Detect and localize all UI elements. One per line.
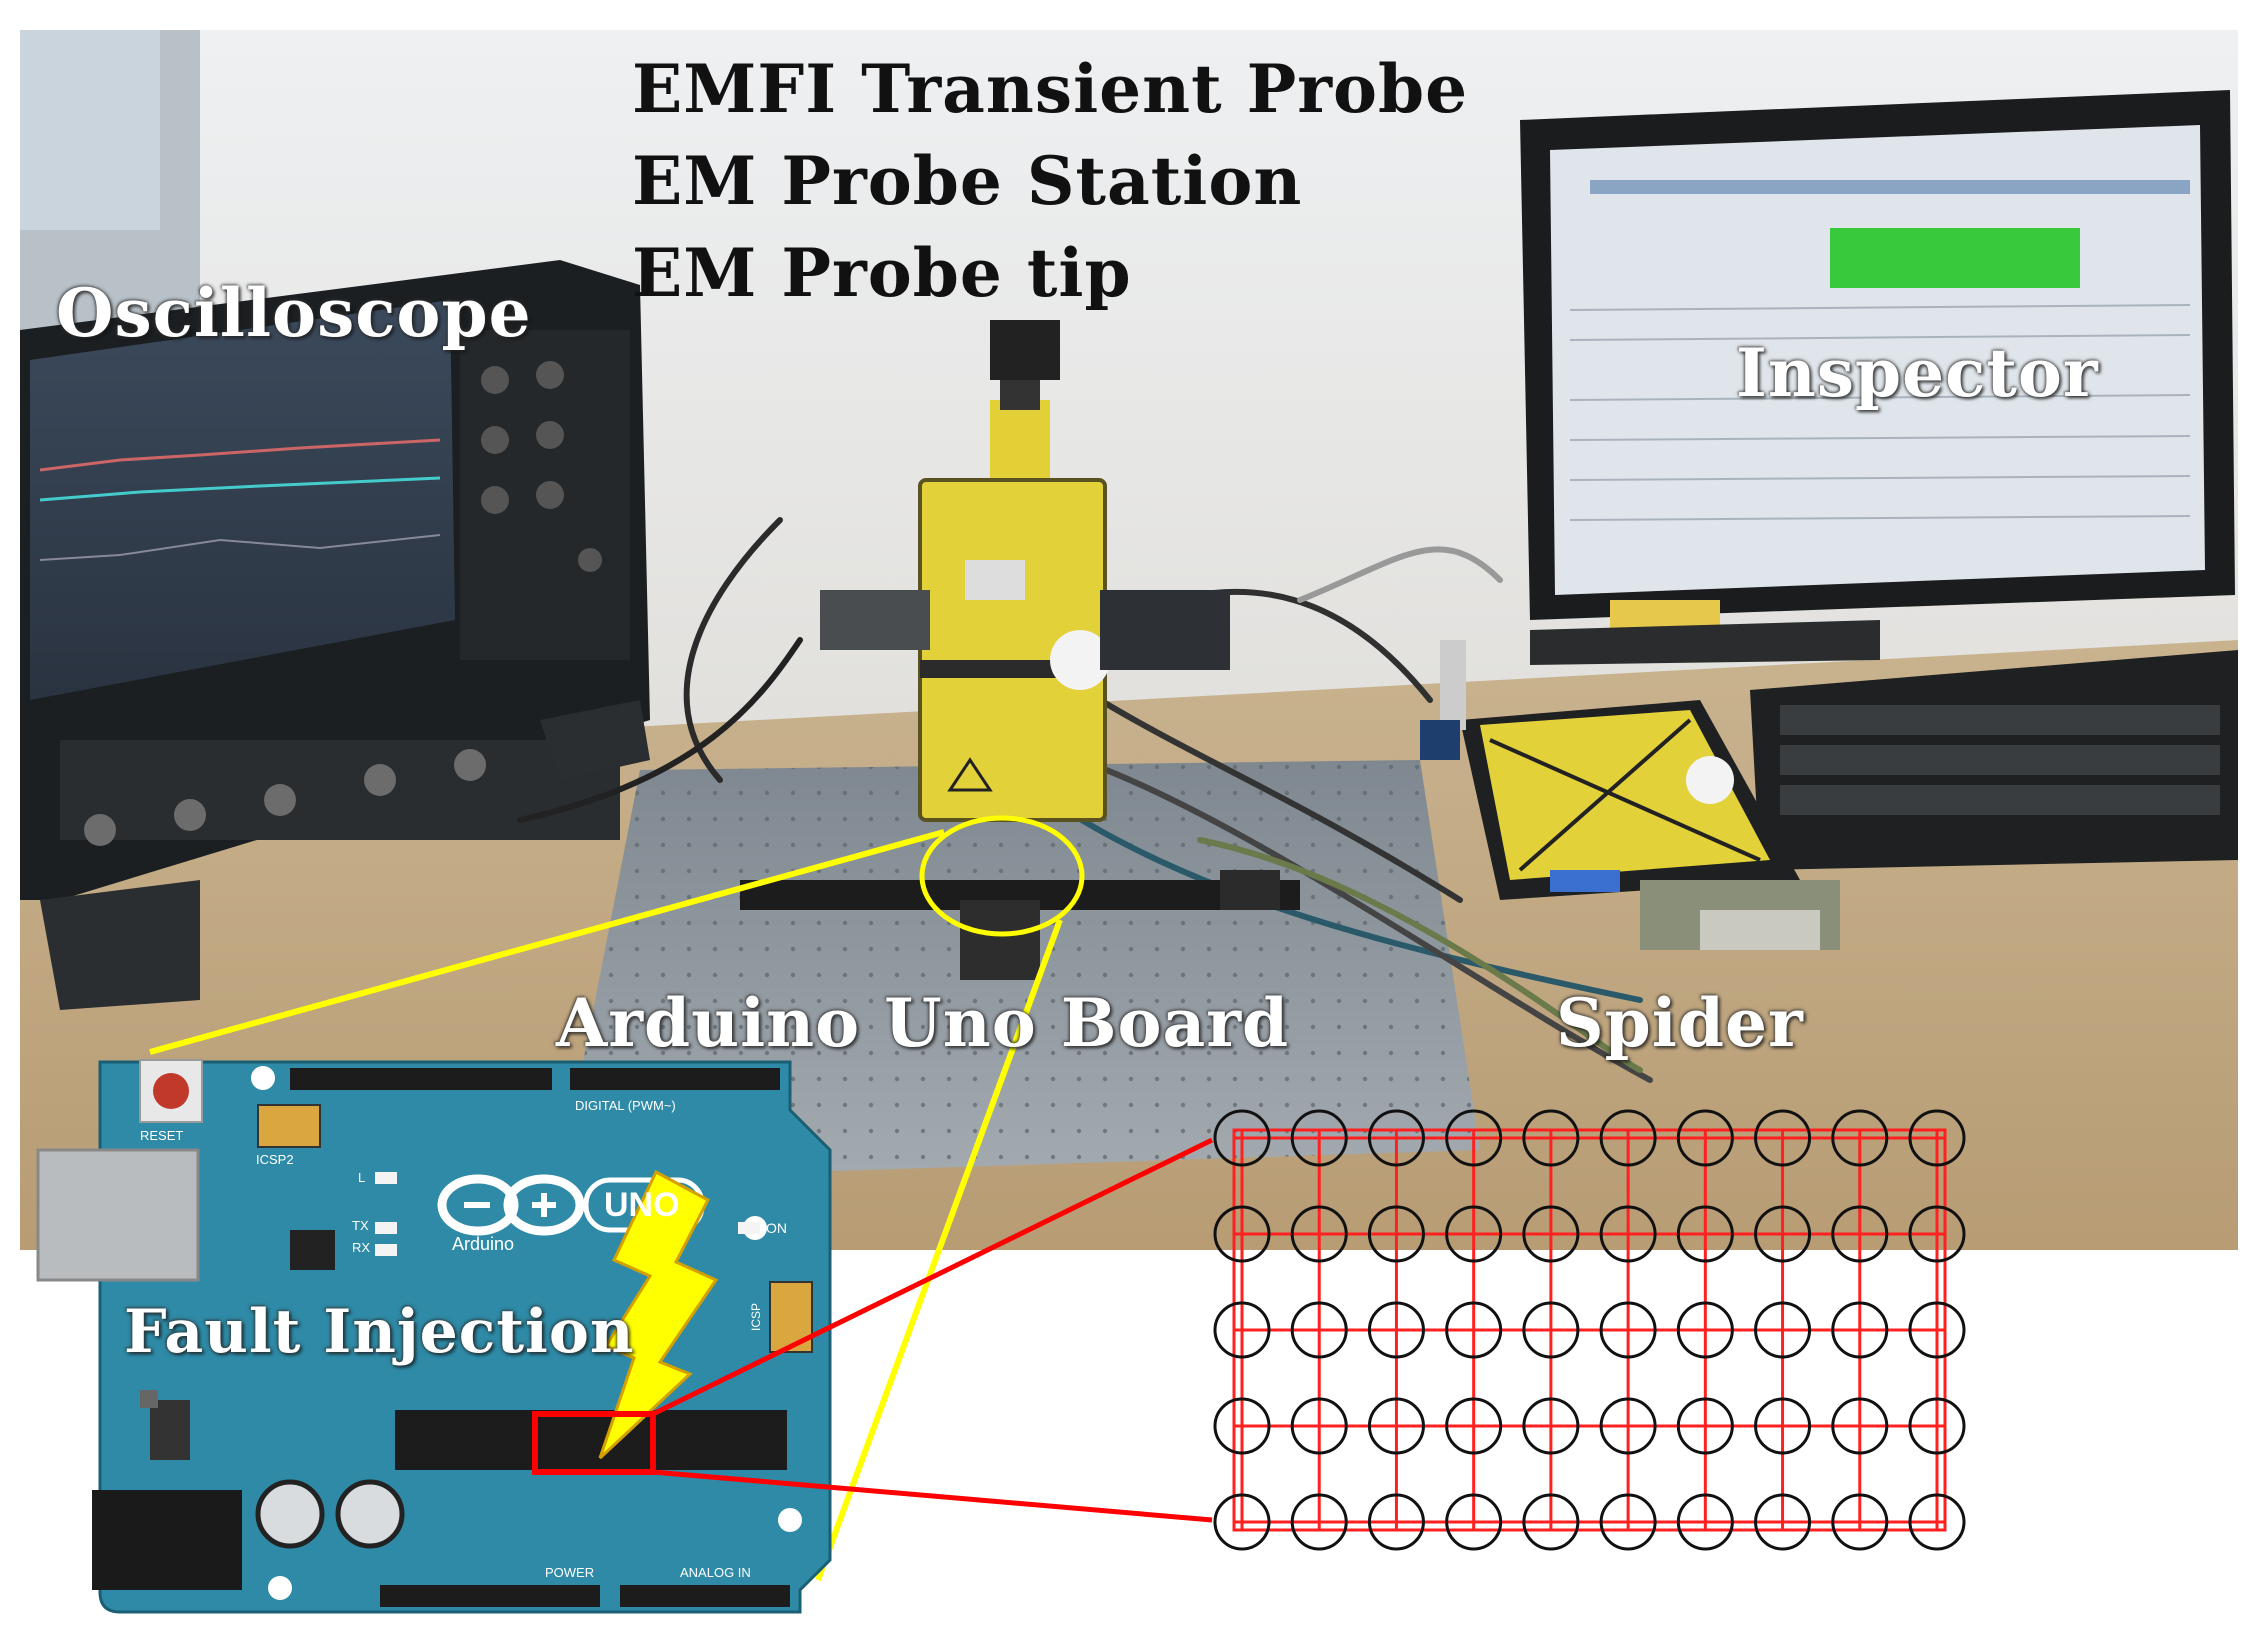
scan-point [1290,1397,1348,1455]
probe-tip-highlight [149,815,1085,1582]
scan-point [1754,1205,1812,1263]
power-jack [92,1490,242,1590]
digital-header-2 [570,1068,780,1090]
tx-label: TX [352,1218,369,1233]
zoom-line-top [651,1137,1214,1417]
label-arduino-uno-board: Arduino Uno Board [556,984,1290,1062]
l-label: L [358,1170,366,1185]
scan-point [1445,1109,1503,1167]
analog-header [620,1585,790,1607]
rx-label: RX [352,1240,371,1255]
atmega-chip [395,1410,787,1470]
label-fault-injection: Fault Injection [124,1297,635,1367]
label-oscilloscope: Oscilloscope [56,274,532,352]
icsp-label: ICSP [749,1302,764,1332]
scan-point [1367,1301,1425,1359]
scan-point [1599,1301,1657,1359]
chip-selection-box [532,1411,656,1475]
scan-point [1367,1205,1425,1263]
scan-point [1367,1493,1425,1551]
scan-point [1676,1493,1734,1551]
scan-point [1908,1109,1966,1167]
scan-point [1213,1109,1271,1167]
scan-point [1831,1301,1889,1359]
em-probe-station [740,320,1300,980]
scan-point [1522,1109,1580,1167]
arduino-logo-label: Arduino [452,1234,515,1254]
reset-label: RESET [140,1128,184,1143]
on-label: ON [766,1220,787,1236]
scan-point [1213,1493,1271,1551]
scan-point [1213,1301,1271,1359]
scan-point [1908,1301,1966,1359]
cables [517,517,1653,1083]
label-em-probe-tip: EM Probe tip [632,234,1132,312]
scan-point [1522,1205,1580,1263]
scan-point [1213,1205,1271,1263]
inspector-monitor [1520,90,2238,870]
scan-point [1831,1493,1889,1551]
scan-point [1831,1397,1889,1455]
scan-point [1290,1205,1348,1263]
zoom-line-bottom [652,1469,1213,1523]
usb-connector [36,1148,200,1282]
scan-point [1831,1109,1889,1167]
scan-point [1831,1205,1889,1263]
reset-button-cap [153,1073,189,1109]
scan-point [1445,1205,1503,1263]
scan-point [1445,1301,1503,1359]
scan-point [1522,1397,1580,1455]
arduino-logo [437,1174,585,1236]
icsp2-label: ICSP2 [256,1152,294,1167]
scan-point [1599,1397,1657,1455]
scan-point [1445,1397,1503,1455]
scan-point [1445,1493,1503,1551]
scan-point [1599,1493,1657,1551]
scan-point [1676,1109,1734,1167]
analog-in-label: ANALOG IN [680,1565,751,1580]
scan-point [1908,1205,1966,1263]
scan-point [1676,1301,1734,1359]
scan-point [1908,1397,1966,1455]
scan-point [1754,1493,1812,1551]
scan-point [1754,1109,1812,1167]
scan-point [1676,1397,1734,1455]
power-header [380,1585,600,1607]
uno-label: UNO [604,1186,680,1224]
scan-point [1290,1109,1348,1167]
scan-point [1908,1493,1966,1551]
scan-point [1754,1301,1812,1359]
scan-point [1367,1397,1425,1455]
scan-point [1290,1301,1348,1359]
power-label: POWER [545,1565,595,1580]
scan-point [1676,1205,1734,1263]
oscilloscope-device [20,260,650,1010]
scan-point [1290,1493,1348,1551]
label-spider: Spider [1556,984,1804,1062]
digital-label: DIGITAL (PWM~) [575,1098,676,1113]
scan-point [1754,1397,1812,1455]
digital-header-1 [290,1068,552,1090]
label-inspector: Inspector [1736,334,2099,412]
scan-point [1522,1493,1580,1551]
scan-point [1522,1301,1580,1359]
scan-grid [1213,1109,1966,1551]
spider-device [1420,640,1840,950]
scan-point [1367,1109,1425,1167]
label-em-probe-station: EM Probe Station [632,142,1303,220]
scan-point [1599,1109,1657,1167]
label-emfi-transient-probe: EMFI Transient Probe [632,50,1469,128]
scan-point [1213,1397,1271,1455]
scan-point [1599,1205,1657,1263]
